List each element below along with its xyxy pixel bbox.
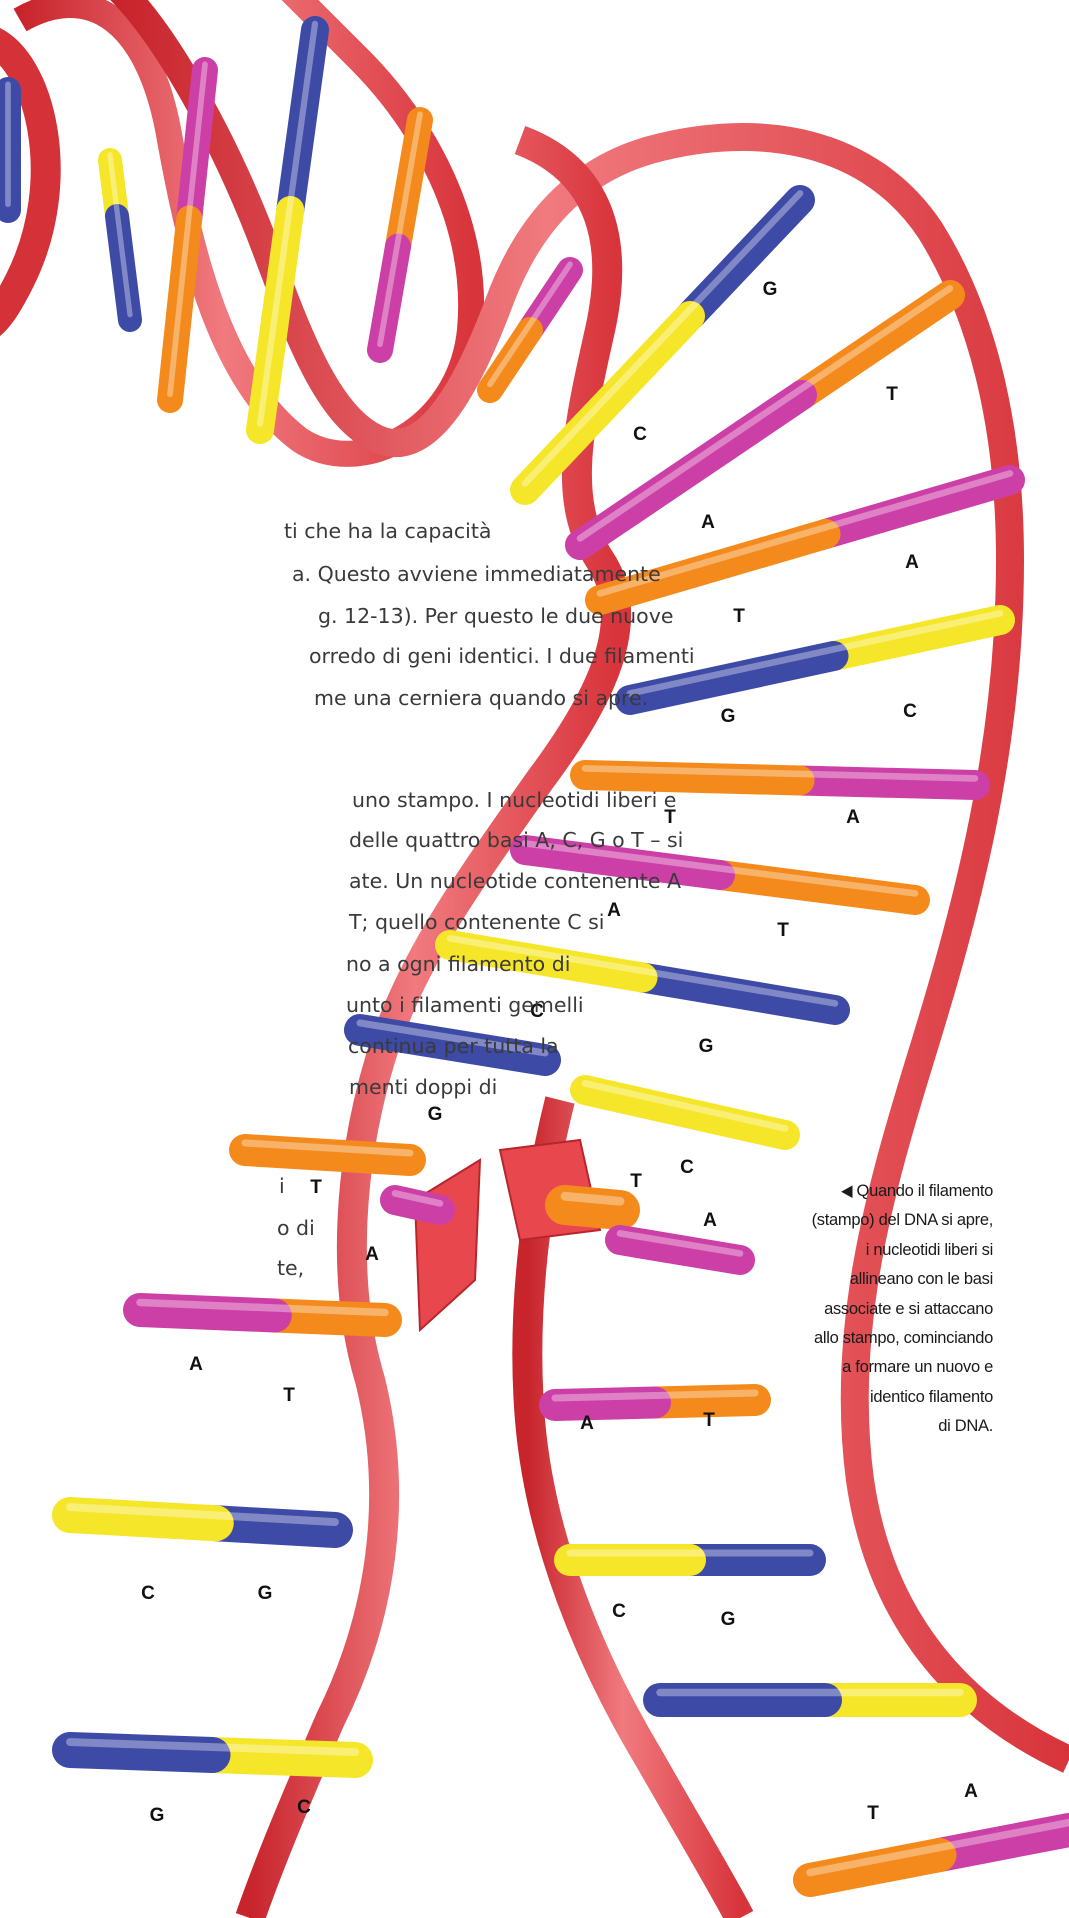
- caption-line-6: allo stampo, cominciando: [713, 1324, 993, 1353]
- base-label-g: G: [763, 279, 778, 300]
- caption-line-2: (stampo) del DNA si apre,: [713, 1206, 993, 1235]
- base-pair-rung: [565, 1196, 620, 1210]
- base-label-c: C: [903, 701, 917, 722]
- base-label-a: A: [580, 1413, 594, 1434]
- base-pair-rung: [395, 1193, 440, 1210]
- base-label-t: T: [886, 384, 898, 405]
- base-label-g: G: [721, 1609, 736, 1630]
- base-label-c: C: [141, 1583, 155, 1604]
- base-label-c: C: [530, 1001, 544, 1022]
- base-pair-rung: [450, 938, 835, 1010]
- base-label-a: A: [189, 1354, 203, 1375]
- base-label-a: A: [701, 512, 715, 533]
- base-label-a: A: [846, 807, 860, 828]
- base-label-g: G: [428, 1104, 443, 1125]
- base-label-t: T: [630, 1171, 642, 1192]
- caption-line-4: allineano con le basi: [713, 1265, 993, 1294]
- base-pair-rung: [70, 1742, 355, 1760]
- base-label-t: T: [867, 1803, 879, 1824]
- caption-line-5: associate e si attaccano: [713, 1295, 993, 1324]
- base-pair-rung: [570, 1553, 810, 1560]
- base-label-a: A: [365, 1244, 379, 1265]
- base-pair-rung: [660, 1693, 960, 1700]
- base-label-t: T: [777, 920, 789, 941]
- base-pair-rung: [525, 843, 915, 900]
- figure-caption: ◀ Quando il filamento (stampo) del DNA s…: [713, 1177, 993, 1442]
- caption-line-3: i nucleotidi liberi si: [713, 1236, 993, 1265]
- base-label-c: C: [297, 1797, 311, 1818]
- base-label-c: C: [633, 424, 647, 445]
- base-pair-rung: [810, 1823, 1069, 1880]
- caption-line-8: identico filamento: [713, 1383, 993, 1412]
- base-label-t: T: [310, 1177, 322, 1198]
- caption-text-1: Quando il filamento: [857, 1182, 993, 1200]
- base-pair-rung: [630, 613, 1000, 700]
- base-label-g: G: [150, 1805, 165, 1826]
- base-label-g: G: [721, 706, 736, 727]
- base-pair-rung: [70, 1507, 335, 1530]
- base-label-c: C: [680, 1157, 694, 1178]
- base-pair-rung: [525, 193, 800, 490]
- base-label-a: A: [607, 900, 621, 921]
- base-label-t: T: [283, 1385, 295, 1406]
- caption-line-9: di DNA.: [713, 1412, 993, 1441]
- base-pair-rung: [245, 1143, 410, 1160]
- base-label-g: G: [699, 1036, 714, 1057]
- base-label-c: C: [612, 1601, 626, 1622]
- left-arrow-icon: ◀: [841, 1182, 852, 1200]
- base-pair-rung: [140, 1303, 385, 1320]
- caption-line-7: a formare un nuovo e: [713, 1353, 993, 1382]
- base-label-t: T: [733, 606, 745, 627]
- base-pair-rung: [380, 114, 420, 350]
- base-label-a: A: [964, 1781, 978, 1802]
- base-pair-rung: [585, 768, 975, 785]
- base-pair-rung: [585, 1083, 785, 1135]
- caption-line-1: ◀ Quando il filamento: [713, 1177, 993, 1206]
- base-pair-rung: [110, 155, 130, 320]
- base-label-t: T: [664, 807, 676, 828]
- base-label-g: G: [258, 1583, 273, 1604]
- base-label-a: A: [905, 552, 919, 573]
